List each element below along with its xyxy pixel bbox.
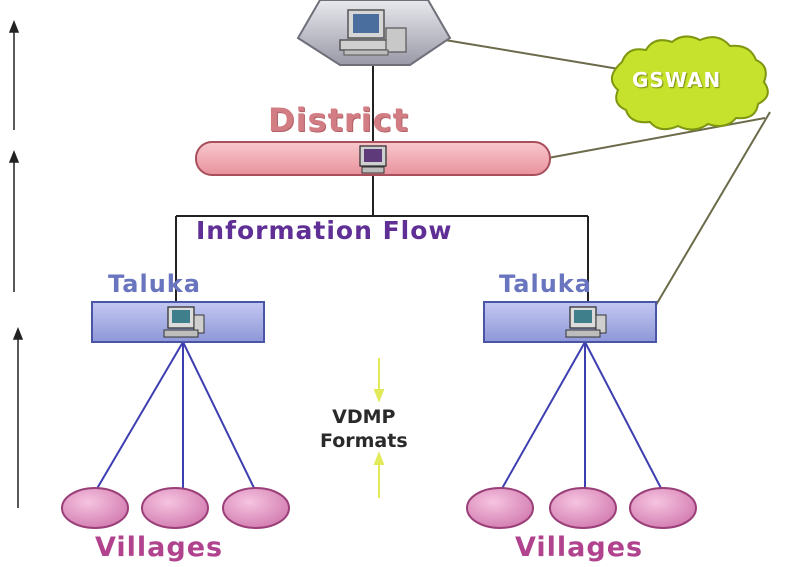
vdmp-arrow-up-head bbox=[373, 451, 385, 465]
information-flow-label: Information Flow bbox=[196, 216, 453, 245]
info-flow-lines bbox=[175, 175, 589, 302]
village-node bbox=[61, 487, 129, 529]
taluka-left-label: Taluka bbox=[108, 270, 201, 298]
villages-right-label: Villages bbox=[515, 532, 644, 563]
district-bar bbox=[195, 141, 551, 176]
village-node bbox=[141, 487, 209, 529]
villages-left-label: Villages bbox=[95, 532, 224, 563]
arrow-head-2 bbox=[8, 149, 20, 163]
vdmp-line-2: Formats bbox=[320, 430, 408, 452]
village-links bbox=[94, 341, 664, 493]
villages-left bbox=[61, 487, 290, 529]
desktop-icon bbox=[359, 145, 387, 174]
arrow-head-1 bbox=[8, 19, 20, 33]
village-node bbox=[466, 487, 534, 529]
computer-icon bbox=[565, 306, 607, 338]
village-node bbox=[629, 487, 697, 529]
village-link-l1 bbox=[94, 341, 184, 493]
villages-right bbox=[466, 487, 697, 529]
village-link-l3 bbox=[182, 341, 257, 493]
computer-icon bbox=[339, 9, 407, 56]
vdmp-line-1: VDMP bbox=[332, 406, 396, 428]
taluka-right-label: Taluka bbox=[499, 270, 592, 298]
vdmp-formats-label: VDMP Formats bbox=[320, 405, 408, 453]
state-server-node bbox=[296, 0, 452, 66]
district-label: District bbox=[268, 101, 409, 139]
village-link-r3 bbox=[584, 341, 664, 493]
upward-arrows bbox=[8, 19, 24, 508]
taluka-box-right bbox=[483, 301, 657, 343]
village-node bbox=[222, 487, 290, 529]
gswan-label: GSWAN bbox=[632, 68, 722, 92]
computer-icon bbox=[163, 306, 205, 338]
village-link-r1 bbox=[499, 341, 586, 493]
gswan-cloud bbox=[611, 35, 769, 131]
arrow-head-3 bbox=[12, 326, 24, 340]
vdmp-arrow-down-head bbox=[373, 389, 385, 403]
vdmp-arrows bbox=[373, 358, 385, 498]
taluka-box-left bbox=[91, 301, 265, 343]
taluka-gswan-link bbox=[655, 111, 771, 306]
state-gswan-link bbox=[444, 39, 626, 71]
village-node bbox=[549, 487, 617, 529]
